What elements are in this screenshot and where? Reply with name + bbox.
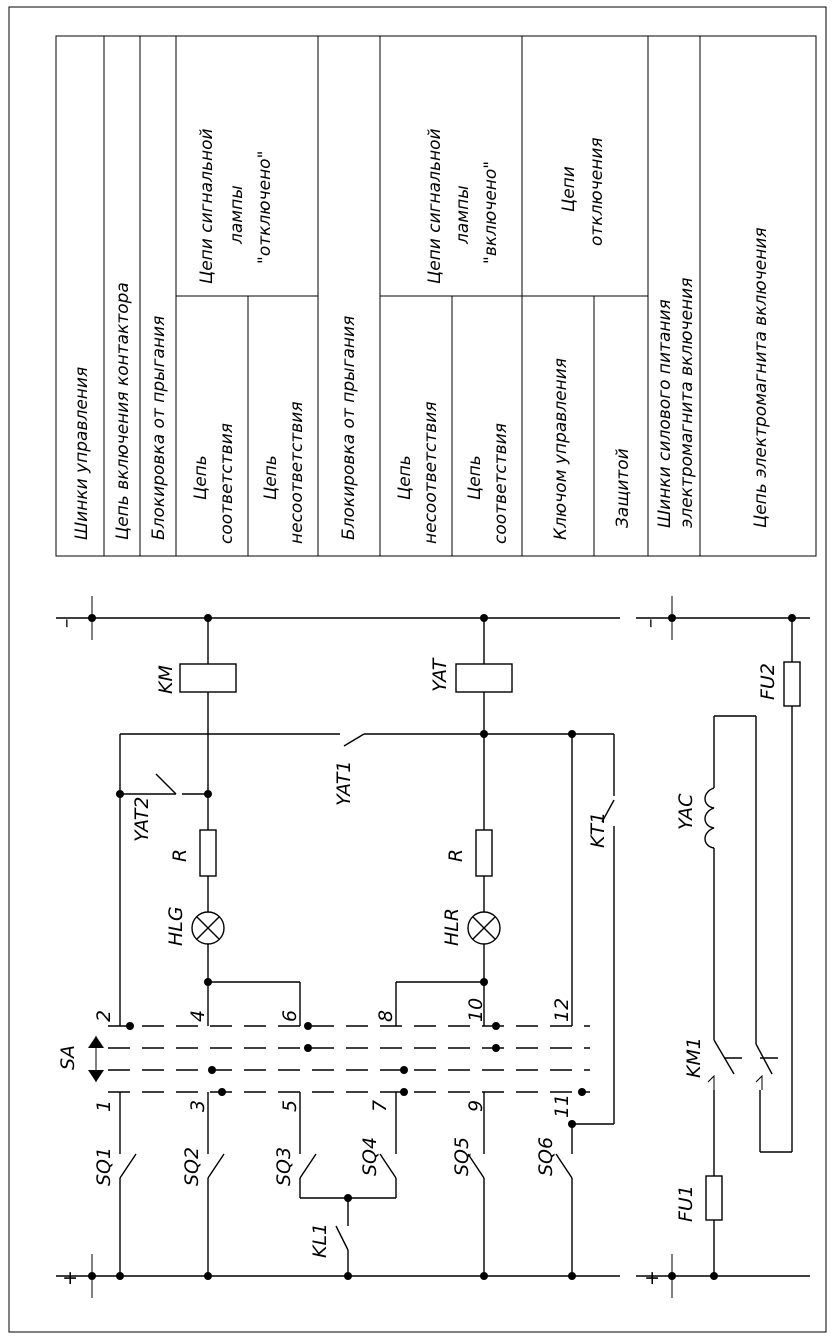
off-lamp-header-line2: лампы: [227, 185, 247, 245]
km1-contact-2: [755, 1043, 773, 1075]
sq4-label: SQ4: [359, 1137, 381, 1176]
on-lamp-header-line1: Цепи сигнальной: [425, 128, 445, 284]
hlg-label: HLG: [165, 906, 187, 946]
closing-coil-power-circuit: – + FU2 YAC KM1 FU1: [636, 596, 810, 1298]
yac-coil-icon: [704, 787, 715, 849]
terminal-4: 4: [187, 1010, 209, 1022]
plus-symbol-1: +: [59, 1270, 81, 1286]
terminal-12: 12: [551, 998, 573, 1022]
sq6-contact: [555, 1153, 573, 1179]
terminal-9: 9: [465, 1100, 487, 1112]
km1-label: KM1: [683, 1037, 705, 1078]
control-buses-label: Шинки управления: [72, 367, 92, 540]
terminal-8: 8: [375, 1010, 397, 1022]
yat-label: YAT: [429, 657, 451, 692]
off-mismatch-line1: Цепь: [261, 455, 281, 500]
sq1-contact: [119, 1153, 137, 1179]
table-border: [55, 35, 817, 557]
terminal-10: 10: [465, 998, 487, 1022]
off-match-line1: Цепь: [191, 455, 211, 500]
fu1-fuse: [705, 1175, 723, 1221]
terminal-11: 11: [551, 1094, 573, 1118]
terminal-3: 3: [187, 1100, 209, 1112]
off-lamp-header-line3: "отключено": [255, 151, 275, 264]
trip-protection-label: Защитой: [613, 448, 633, 528]
trip-coil-branch: YAT YAT1 R HLR: [333, 614, 513, 1026]
yat1-contact: [343, 733, 365, 747]
sq3-contact: [299, 1153, 317, 1179]
anti-pump-label-1: Блокировка от прыгания: [149, 316, 169, 540]
sa-label: SA: [57, 1045, 79, 1070]
close-coil-circuit-label: Цепь электромагнита включения: [751, 227, 771, 528]
position-switches: SQ1 SQ2 SQ3 SQ4 KL1 SQ5: [93, 1092, 576, 1280]
on-match-line1: Цепь: [465, 455, 485, 500]
on-mismatch-line2: несоответствия: [421, 401, 441, 544]
fu1-label: FU1: [675, 1185, 697, 1222]
km-label: KM: [155, 665, 177, 694]
yat2-contact: [155, 773, 177, 795]
power-buses-line1: Шинки силового питания: [655, 299, 675, 528]
kl1-label: KL1: [309, 1223, 331, 1258]
resistor-r2: [475, 829, 493, 877]
fu2-label: FU2: [757, 663, 779, 700]
trip-key-label: Ключом управления: [551, 358, 571, 540]
contactor-circuit-label: Цепь включения контактора: [113, 282, 133, 540]
sq5-contact: [467, 1153, 485, 1179]
kl1-contact: [335, 1225, 349, 1251]
resistor-r1: [199, 829, 217, 877]
kt1-contact: [601, 799, 615, 823]
trip-header-line1: Цепи: [559, 166, 579, 212]
r1-label: R: [169, 849, 191, 862]
on-lamp-header-line2: лампы: [453, 185, 473, 245]
sq2-label: SQ2: [181, 1147, 203, 1186]
kt1-label: KT1: [587, 812, 609, 848]
sq2-contact: [207, 1153, 225, 1179]
terminal-7: 7: [369, 1100, 391, 1112]
on-mismatch-line1: Цепь: [395, 455, 415, 500]
yat2-branch: YAT2: [116, 733, 340, 1026]
terminal-1: 1: [93, 1100, 115, 1112]
sa-arrow-up-icon: [88, 1036, 104, 1048]
yat-coil: [455, 663, 513, 693]
power-buses-line2: электромагнита включения: [677, 278, 697, 528]
km1-contact-1: [713, 1039, 735, 1075]
off-lamp-header-line1: Цепи сигнальной: [197, 128, 217, 284]
terminal-5: 5: [279, 1100, 301, 1112]
sq1-label: SQ1: [93, 1147, 115, 1186]
sq3-label: SQ3: [273, 1147, 295, 1186]
anti-pump-label-2: Блокировка от прыгания: [339, 316, 359, 540]
circuit-purpose-table: Шинки управления Цепь включения контакто…: [55, 35, 817, 557]
hlr-label: HLR: [441, 908, 463, 946]
contactor-branch: KM R HLG: [155, 614, 301, 1026]
terminal-2: 2: [93, 1010, 115, 1022]
yat1-label: YAT1: [333, 761, 355, 806]
off-mismatch-line2: несоответствия: [287, 401, 307, 544]
sq6-label: SQ6: [535, 1137, 557, 1176]
km-coil: [179, 663, 237, 693]
page-frame: [8, 6, 827, 1333]
terminal-6: 6: [279, 1010, 301, 1022]
control-buses: – +: [55, 596, 620, 1298]
off-match-line2: соответствия: [217, 423, 237, 544]
sa-control-switch: SA 2 4 6 8 10 12 1 3 5 7 9 11: [57, 998, 590, 1118]
sq4-contact: [379, 1153, 397, 1179]
fu2-fuse: [783, 661, 801, 707]
sa-arrow-down-icon: [88, 1070, 104, 1082]
on-match-line2: соответствия: [491, 423, 511, 544]
r2-label: R: [445, 849, 467, 862]
plus-symbol-2: +: [641, 1270, 663, 1286]
on-lamp-header-line3: "включено": [481, 161, 501, 264]
yat2-label: YAT2: [131, 797, 153, 842]
minus-symbol-1: –: [55, 619, 77, 629]
sq5-label: SQ5: [451, 1137, 473, 1176]
yac-label: YAC: [675, 793, 697, 830]
kt1-branch: KT1: [484, 730, 615, 1128]
minus-symbol-2: –: [639, 619, 661, 629]
trip-header-line2: отключения: [587, 137, 607, 246]
